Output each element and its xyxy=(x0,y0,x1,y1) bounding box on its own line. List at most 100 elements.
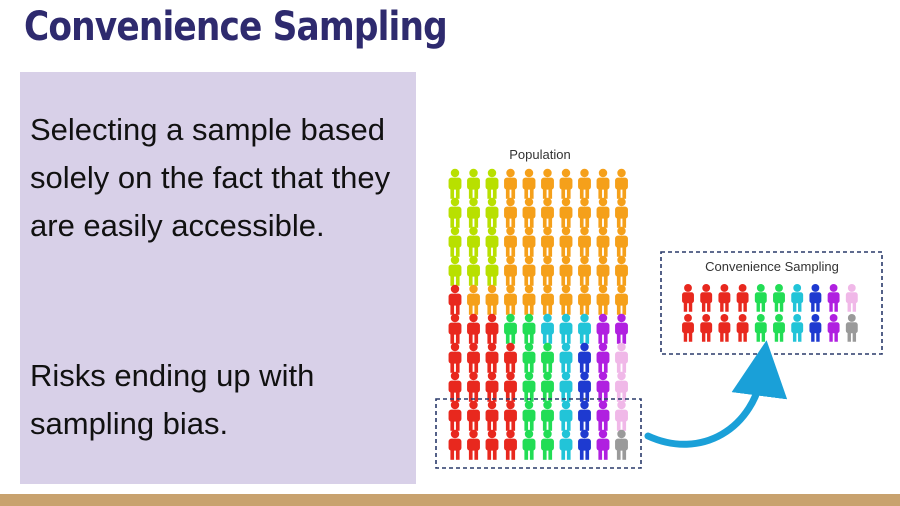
sample-figure xyxy=(700,284,713,312)
population-figure xyxy=(504,197,517,228)
sample-figure xyxy=(809,284,822,312)
slide-title: Convenience Sampling xyxy=(24,4,448,50)
population-figure xyxy=(596,342,610,373)
population-figure xyxy=(522,400,536,431)
sample-figure xyxy=(754,314,767,342)
population-grid xyxy=(448,168,628,460)
population-figure xyxy=(485,226,499,257)
population-figure xyxy=(578,284,591,315)
population-figure xyxy=(448,429,462,460)
population-figure xyxy=(615,284,628,315)
population-figure xyxy=(448,371,462,402)
sample-grid xyxy=(682,284,858,342)
population-figure xyxy=(448,400,462,431)
population-figure xyxy=(559,371,573,402)
population-figure xyxy=(541,342,554,373)
population-figure xyxy=(541,284,554,315)
population-figure xyxy=(504,342,517,373)
sample-figure xyxy=(827,314,840,342)
population-figure xyxy=(541,429,554,460)
population-figure xyxy=(578,342,591,373)
population-figure xyxy=(522,226,536,257)
population-figure xyxy=(504,284,517,315)
population-figure xyxy=(615,371,628,402)
population-figure xyxy=(578,197,591,228)
sample-figure xyxy=(718,284,731,312)
population-figure xyxy=(578,429,591,460)
population-figure xyxy=(467,400,480,431)
population-figure xyxy=(522,255,536,286)
population-figure xyxy=(448,284,462,315)
population-figure xyxy=(504,313,517,344)
population-figure xyxy=(541,226,554,257)
population-figure xyxy=(541,400,554,431)
population-figure xyxy=(522,342,536,373)
sample-figure xyxy=(736,284,749,312)
population-figure xyxy=(541,197,554,228)
selection-arrow xyxy=(644,340,788,448)
population-figure xyxy=(559,255,573,286)
population-figure xyxy=(485,400,499,431)
population-figure xyxy=(541,255,554,286)
sample-figure xyxy=(754,284,767,312)
convenience-sample-box xyxy=(660,251,883,355)
population-figure xyxy=(485,371,499,402)
population-figure xyxy=(448,168,462,199)
sample-figure xyxy=(791,314,804,342)
population-figure xyxy=(596,226,610,257)
population-figure xyxy=(485,255,499,286)
population-label: Population xyxy=(509,147,571,162)
population-figure xyxy=(522,371,536,402)
population-figure xyxy=(615,168,628,199)
population-figure xyxy=(504,429,517,460)
population-figure xyxy=(522,313,536,344)
population-figure xyxy=(615,255,628,286)
population-figure xyxy=(596,371,610,402)
population-figure xyxy=(615,400,628,431)
sample-figure xyxy=(736,314,749,342)
population-figure xyxy=(596,197,610,228)
population-figure xyxy=(448,313,462,344)
definition-text: Selecting a sample based solely on the f… xyxy=(30,112,391,243)
population-figure xyxy=(541,313,554,344)
risk-text: Risks ending up with sampling bias. xyxy=(30,358,315,441)
population-figure xyxy=(559,168,573,199)
population-figure xyxy=(485,284,499,315)
population-figure xyxy=(448,255,462,286)
sample-figure xyxy=(682,284,694,312)
population-figure xyxy=(467,429,480,460)
population-figure xyxy=(504,255,517,286)
population-figure xyxy=(559,226,573,257)
population-figure xyxy=(615,313,628,344)
population-figure xyxy=(615,342,628,373)
population-figure xyxy=(448,226,462,257)
population-selection-box xyxy=(435,398,642,469)
population-figure xyxy=(596,284,610,315)
population-figure xyxy=(467,226,480,257)
sample-figure xyxy=(845,314,858,342)
population-figure xyxy=(596,255,610,286)
population-figure xyxy=(522,429,536,460)
population-figure xyxy=(485,429,499,460)
population-figure xyxy=(522,284,536,315)
population-figure xyxy=(485,313,499,344)
sample-figure xyxy=(682,314,694,342)
population-figure xyxy=(559,284,573,315)
population-figure xyxy=(467,313,480,344)
sample-figure xyxy=(809,314,822,342)
text-panel: Selecting a sample based solely on the f… xyxy=(20,72,416,484)
population-figure xyxy=(467,168,480,199)
sample-figure xyxy=(718,314,731,342)
population-figure xyxy=(559,429,573,460)
population-figure xyxy=(578,168,591,199)
population-figure xyxy=(615,226,628,257)
population-figure xyxy=(578,371,591,402)
population-figure xyxy=(485,168,499,199)
population-figure xyxy=(504,226,517,257)
population-figure xyxy=(504,400,517,431)
population-figure xyxy=(596,400,610,431)
population-figure xyxy=(541,371,554,402)
population-figure xyxy=(448,342,462,373)
population-figure xyxy=(504,168,517,199)
